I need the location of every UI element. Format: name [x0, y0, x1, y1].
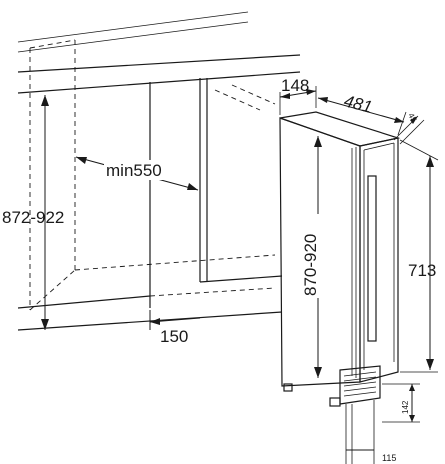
- countertop-underside: [17, 71, 301, 94]
- label-gap-corner: 45: [406, 112, 419, 125]
- dim-vent-width: 115: [345, 400, 396, 464]
- dim-width-top: 148: [279, 76, 317, 115]
- cooler-top: [279, 111, 401, 147]
- dim-cabinet-height: 870-920: [299, 136, 322, 378]
- plinth-dashed: [149, 287, 276, 297]
- label-depth-top: 481: [342, 91, 374, 116]
- dim-vent-height: 142: [382, 383, 420, 423]
- label-plinth-width: 150: [160, 327, 188, 346]
- depth-guide-dashed: [231, 84, 276, 105]
- label-width-top: 148: [281, 76, 309, 95]
- countertop-line: [17, 11, 249, 43]
- label-niche-height: 872-922: [2, 208, 64, 227]
- label-bg: [299, 214, 321, 298]
- cooler-foot: [329, 397, 341, 407]
- floor-line: [17, 295, 151, 309]
- countertop-line: [17, 21, 249, 53]
- label-cabinet-height: 870-920: [301, 234, 320, 296]
- cooler-foot: [283, 383, 293, 392]
- dim-depth-top: 481: [317, 91, 407, 136]
- niche-floor-side-dashed: [29, 269, 76, 311]
- door-handle: [367, 175, 377, 342]
- cooler-door: [359, 137, 399, 383]
- dim-niche-width: min550: [75, 156, 199, 191]
- label-vent-width: 115: [382, 453, 396, 463]
- niche-floor-dashed: [74, 254, 276, 271]
- vent-grille: [339, 365, 381, 405]
- label-body-height: 713: [408, 261, 436, 280]
- niche-top-dashed: [29, 39, 76, 49]
- dim-niche-height: 872-922: [2, 95, 64, 330]
- countertop-front-edge: [17, 54, 301, 73]
- label-vent-height: 142: [401, 400, 410, 414]
- depth-guide-dashed: [214, 89, 261, 111]
- side-panel-bottom: [199, 275, 283, 283]
- label-niche-width: min550: [106, 161, 162, 180]
- door-glass-top: [363, 142, 395, 151]
- dim-plinth: 150: [149, 310, 201, 346]
- wine-cooler: [279, 111, 401, 407]
- label-bg: [104, 160, 174, 180]
- dim-body-height: 713: [399, 139, 439, 373]
